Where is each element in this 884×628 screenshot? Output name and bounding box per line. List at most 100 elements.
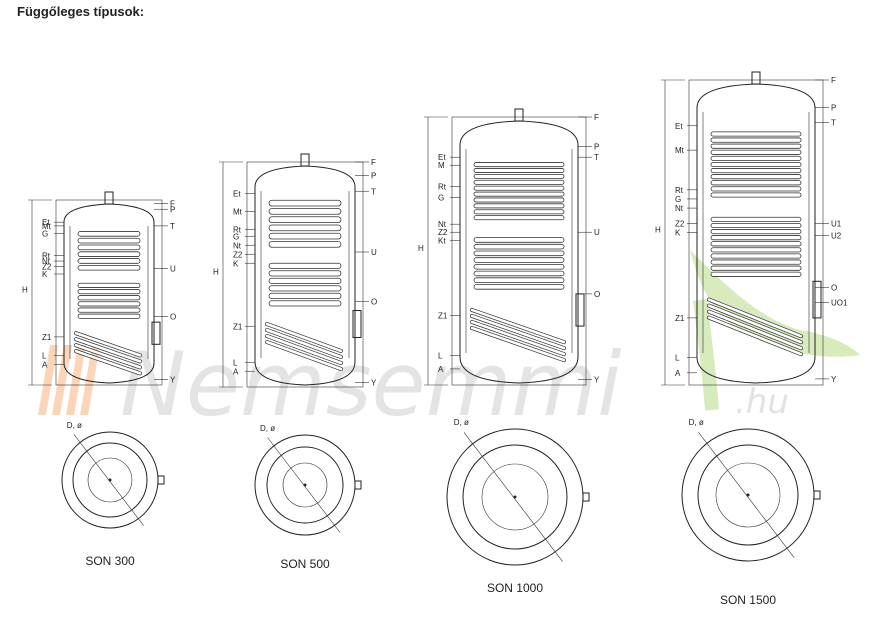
lower-coil-turn [473, 263, 565, 270]
diameter-label: D, ø [689, 418, 704, 427]
connection-label: T [594, 153, 599, 162]
tank-inner-wall [702, 112, 810, 353]
upper-coil-turn [473, 179, 565, 185]
lower-coil-turn [710, 247, 802, 253]
lower-coil-turn [710, 265, 802, 271]
diameter-line [463, 432, 563, 562]
connection-label: T [170, 222, 175, 231]
page-title: Függőleges típusok: [17, 4, 145, 19]
upper-coil-turn [710, 161, 802, 168]
connection-label: Et [233, 190, 241, 199]
upper-coil-turn [710, 149, 802, 155]
connection-label: Z2 [438, 228, 448, 237]
upper-coil-turn [268, 199, 342, 207]
connection-label: Rt [42, 252, 51, 261]
tank-inner-wall [465, 149, 573, 353]
connection-label: Y [831, 375, 837, 384]
heat-exchanger-pipe [265, 328, 343, 359]
connection-label: A [233, 367, 239, 376]
heat-exchanger-pipe [707, 298, 803, 338]
connection-label: M [438, 161, 445, 170]
connection-label: O [594, 290, 600, 299]
connection-label: Mt [675, 146, 685, 155]
connection-label: Rt [233, 226, 242, 235]
heat-exchanger-pipe [265, 322, 343, 353]
connection-label: T [831, 119, 836, 128]
lower-coil-turn [710, 241, 802, 247]
connection-label: K [675, 229, 681, 238]
heat-exchanger-pipe [265, 340, 343, 371]
top-view-middle [697, 444, 799, 546]
connection-label: G [233, 232, 239, 241]
diameter-line [267, 437, 341, 533]
upper-coil-turn [473, 203, 565, 209]
heat-exchanger-pipe [470, 320, 566, 356]
side-flange [352, 310, 362, 338]
height-label: H [22, 286, 28, 295]
connection-label: Nt [438, 220, 447, 229]
upper-coil-turn [710, 192, 802, 198]
connection-label: A [675, 369, 681, 378]
upper-coil-turn [473, 197, 565, 203]
model-caption: SON 300 [85, 554, 135, 568]
connection-label: U [594, 228, 600, 237]
tank-frame [451, 116, 587, 386]
connection-label: Y [170, 375, 176, 384]
heat-exchanger-pipe [74, 337, 142, 363]
tank-top-pipe [300, 153, 310, 167]
watermark-stripe [52, 345, 72, 415]
lower-coil-turn [77, 313, 141, 319]
watermark-stripe [38, 345, 58, 415]
diameter-label: D, ø [67, 421, 82, 430]
upper-coil-turn [268, 232, 342, 240]
connection-label: Nt [42, 257, 51, 266]
height-dimension [661, 79, 685, 386]
top-view-inner [715, 462, 781, 528]
connection-label: Kt [438, 236, 446, 245]
tank-top-pipe [514, 108, 524, 122]
upper-coil-turn [77, 244, 141, 251]
diameter-line [698, 432, 795, 558]
upper-coil-turn [77, 231, 141, 237]
diameter-line [73, 434, 144, 526]
top-view-port [157, 475, 165, 485]
upper-coil-turn [473, 173, 565, 179]
connection-label: Mt [42, 222, 52, 231]
connection-label: Et [42, 218, 50, 227]
connection-label: Mt [233, 208, 243, 217]
lower-coil-turn [77, 295, 141, 301]
top-view-inner [481, 463, 549, 531]
upper-coil-turn [268, 208, 342, 215]
side-flange [812, 280, 822, 319]
connection-label: Z2 [675, 219, 685, 228]
lower-coil-turn [473, 270, 565, 277]
watermark-leaf-stem [693, 299, 719, 411]
lower-coil-turn [473, 257, 565, 263]
tank-vessel [254, 165, 356, 386]
connection-label: UO1 [831, 299, 848, 308]
upper-coil-turn [710, 137, 802, 143]
connection-label: G [42, 229, 48, 238]
connection-label: K [42, 270, 48, 279]
heat-exchanger-pipe [470, 308, 566, 344]
upper-coil-turn [710, 180, 802, 186]
watermark-suffix: .hu [735, 382, 789, 422]
model-caption: SON 500 [280, 557, 330, 571]
watermark: Nemsemmi.hu [38, 250, 860, 436]
connection-label: U1 [831, 219, 842, 228]
upper-coil-turn [268, 241, 342, 248]
upper-coil-turn [473, 185, 565, 191]
top-view-middle [462, 444, 568, 550]
connection-label: F [371, 158, 376, 167]
lower-coil-turn [710, 253, 802, 259]
connection-label: O [170, 313, 176, 322]
upper-coil-turn [77, 264, 141, 271]
upper-coil-turn [77, 237, 141, 244]
connection-label: Y [594, 376, 600, 385]
height-label: H [655, 226, 661, 235]
upper-coil-turn [710, 168, 802, 174]
lower-coil-turn [710, 235, 802, 241]
